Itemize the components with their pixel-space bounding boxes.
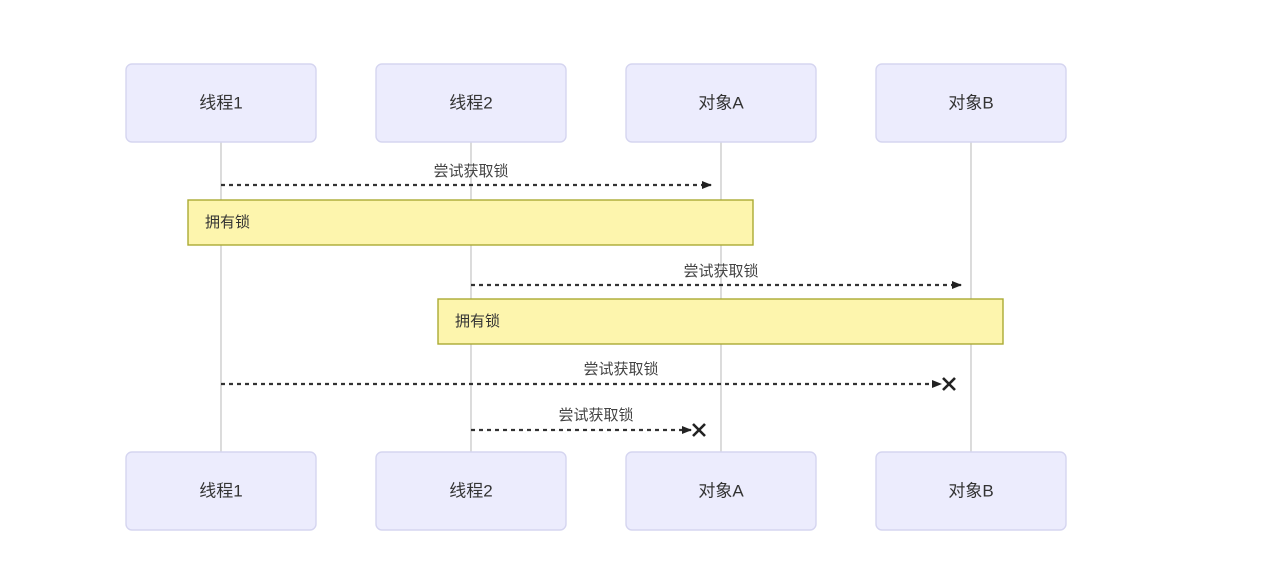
actor-group: 线程1 线程2 对象A 对象B 线程1 线程2 对象A 对象B bbox=[125, 63, 1067, 531]
message-label: 尝试获取锁 bbox=[558, 407, 633, 424]
actor-label-bottom-t1: 线程1 bbox=[199, 481, 242, 500]
actor-box-top-t1[interactable] bbox=[125, 63, 317, 143]
actor-box-top-oa[interactable] bbox=[625, 63, 817, 143]
actor-label-top-ob: 对象B bbox=[948, 93, 993, 112]
actor-label-bottom-t2: 线程2 bbox=[449, 481, 492, 500]
actor-box-bottom-t2[interactable] bbox=[375, 451, 567, 531]
actor-box-bottom-t1[interactable] bbox=[125, 451, 317, 531]
actor-label-bottom-ob: 对象B bbox=[948, 481, 993, 500]
note-box bbox=[437, 298, 1004, 345]
note-label: 拥有锁 bbox=[455, 313, 500, 330]
message-label: 尝试获取锁 bbox=[683, 263, 758, 280]
message-label: 尝试获取锁 bbox=[433, 163, 508, 180]
actor-box-top-ob[interactable] bbox=[875, 63, 1067, 143]
actor-label-top-oa: 对象A bbox=[698, 93, 744, 112]
message-label: 尝试获取锁 bbox=[583, 361, 658, 378]
actor-label-bottom-oa: 对象A bbox=[698, 481, 744, 500]
actor-box-bottom-oa[interactable] bbox=[625, 451, 817, 531]
actor-box-top-t2[interactable] bbox=[375, 63, 567, 143]
message-failed-cross-icon bbox=[942, 377, 956, 391]
note-label: 拥有锁 bbox=[205, 214, 250, 231]
actor-box-bottom-ob[interactable] bbox=[875, 451, 1067, 531]
note-box bbox=[187, 199, 754, 246]
actor-label-top-t1: 线程1 bbox=[199, 93, 242, 112]
message-failed-cross-icon bbox=[692, 423, 706, 437]
lifeline-group bbox=[220, 142, 972, 452]
actor-label-top-t2: 线程2 bbox=[449, 93, 492, 112]
